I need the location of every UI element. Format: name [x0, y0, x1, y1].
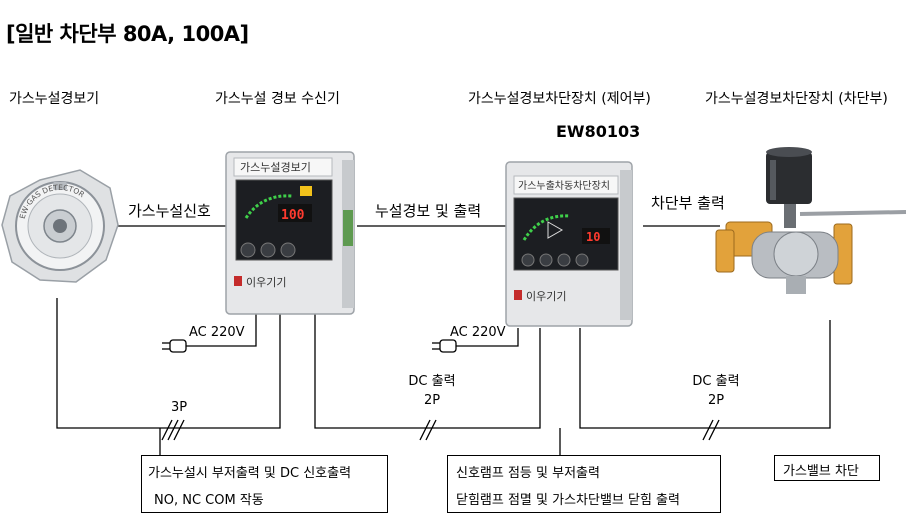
ac-lead-receiver	[186, 312, 257, 347]
power-plug-icon	[162, 339, 187, 353]
note-box-controller-line1: 신호램프 점등 및 부저출력	[456, 466, 600, 481]
model-number: EW80103	[556, 122, 641, 141]
alarm-output-label: 누설경보 및 출력	[373, 200, 484, 221]
receiver-display-value: 100	[281, 208, 305, 223]
wire-pins-label-2: 2P	[707, 393, 725, 408]
controller-ac-label: AC 220V	[450, 325, 506, 340]
controller-caption: 가스누설경보차단장치 (제어부)	[468, 91, 651, 107]
power-plug-icon	[432, 339, 457, 353]
page-title: [일반 차단부 80A, 100A]	[6, 22, 249, 46]
note-box-controller-line2: 닫힘램프 점멸 및 가스차단밸브 닫힘 출력	[456, 493, 680, 508]
note-box-valve-text: 가스밸브 차단	[783, 464, 859, 479]
receiver-ac-label: AC 220V	[189, 325, 245, 340]
note-box-receiver-line2: NO, NC COM 작동	[154, 493, 264, 508]
controller-display-value: 10	[586, 230, 600, 244]
wire-pins-label-1: 2P	[423, 393, 441, 408]
note-box-receiver-line1: 가스누설시 부저출력 및 DC 신호출력	[148, 466, 352, 481]
ac-lead-controller	[456, 328, 519, 347]
controller-header-text: 가스누출차동차단장치	[518, 180, 610, 192]
shutoff-controller-icon	[505, 161, 633, 327]
receiver-brand: 이우기기	[246, 276, 286, 289]
note-box-controller: 신호램프 점등 및 부저출력 닫힘램프 점멸 및 가스차단밸브 닫힘 출력	[447, 455, 721, 513]
controller-brand: 이우기기	[526, 290, 566, 303]
wire-dc-label-2: DC 출력	[692, 374, 740, 389]
note-box-receiver: 가스누설시 부저출력 및 DC 신호출력 NO, NC COM 작동	[141, 455, 388, 513]
gas-valve-icon	[715, 147, 907, 294]
wire-dc-label-1: DC 출력	[408, 374, 456, 389]
alarm-receiver-icon	[225, 151, 355, 315]
receiver-header-text: 가스누설경보기	[240, 161, 311, 174]
receiver-caption: 가스누설 경보 수신기	[215, 91, 340, 107]
shutoff-caption: 가스누설경보차단장치 (차단부)	[705, 91, 888, 107]
bus-dc-2	[579, 320, 831, 429]
shutoff-output-label: 차단부 출력	[649, 192, 727, 213]
bus-dc-1	[314, 312, 541, 429]
wire-3p-label: 3P	[170, 400, 188, 415]
detector-caption: 가스누설경보기	[9, 91, 100, 107]
note-box-valve: 가스밸브 차단	[774, 455, 880, 481]
leak-signal-label: 가스누설신호	[126, 200, 213, 221]
gas-detector-icon	[1, 169, 119, 283]
